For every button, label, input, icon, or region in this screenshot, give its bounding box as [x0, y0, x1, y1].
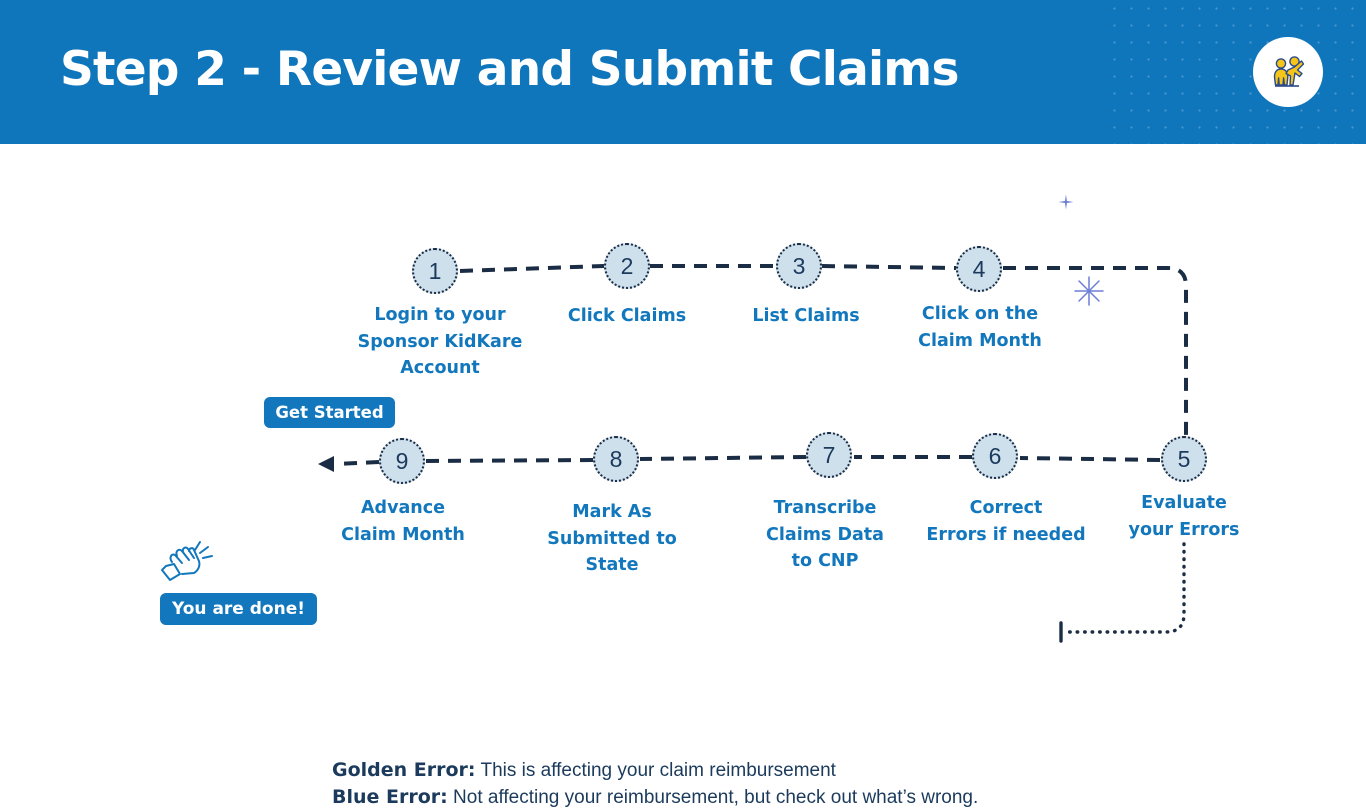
error-legend: Golden Error: This is affecting your cla…: [332, 757, 978, 811]
page-title: Step 2 - Review and Submit Claims: [60, 42, 959, 97]
logo-badge: [1253, 37, 1323, 107]
legend-text-golden: This is affecting your claim reimburseme…: [475, 760, 836, 781]
step-label-5: Evaluate your Errors: [1128, 493, 1240, 540]
step-label-3: List Claims: [752, 306, 860, 326]
step-number-8: 8: [593, 436, 639, 482]
badge-get-started[interactable]: Get Started: [264, 397, 395, 428]
step-number-6: 6: [972, 433, 1018, 479]
legend-term-golden: Golden Error:: [332, 759, 476, 781]
step-number-4: 4: [956, 246, 1002, 292]
page-header: Step 2 - Review and Submit Claims: [0, 0, 1366, 144]
step-label-4: Click on the Claim Month: [918, 304, 1042, 351]
legend-text-blue: Not affecting your reimbursement, but ch…: [447, 787, 979, 808]
step-label-2: Click Claims: [567, 306, 687, 326]
header-dot-pattern: [1106, 0, 1366, 144]
step-label-8: Mark As Submitted to State: [547, 502, 677, 575]
sparkle-icon: [1058, 194, 1074, 210]
step-number-5: 5: [1161, 436, 1207, 482]
step-number-9: 9: [379, 438, 425, 484]
legend-term-blue: Blue Error:: [332, 786, 448, 808]
legend-row-golden: Golden Error: This is affecting your cla…: [332, 757, 978, 784]
step-number-7: 7: [806, 432, 852, 478]
step-label-6: Correct Errors if needed: [926, 498, 1086, 545]
flow-canvas: Get Started You are done! 1 Login to you…: [0, 144, 1366, 808]
legend-row-blue: Blue Error: Not affecting your reimburse…: [332, 784, 978, 811]
step-number-2: 2: [604, 243, 650, 289]
kidkare-children-logo-icon: [1273, 56, 1305, 87]
arrow-head-done: [318, 456, 334, 472]
flow-connectors: [318, 264, 1188, 643]
step-label-1: Login to your Sponsor KidKare Account: [357, 305, 523, 378]
badge-you-are-done[interactable]: You are done!: [160, 593, 317, 625]
step-label-7: Transcribe Claims Data to CNP: [766, 498, 884, 571]
step-number-1: 1: [412, 248, 458, 294]
step-label-9: Advance Claim Month: [341, 498, 465, 545]
clapping-hands-icon: [161, 541, 213, 581]
step-number-3: 3: [776, 243, 822, 289]
starburst-icon: [1074, 276, 1104, 306]
